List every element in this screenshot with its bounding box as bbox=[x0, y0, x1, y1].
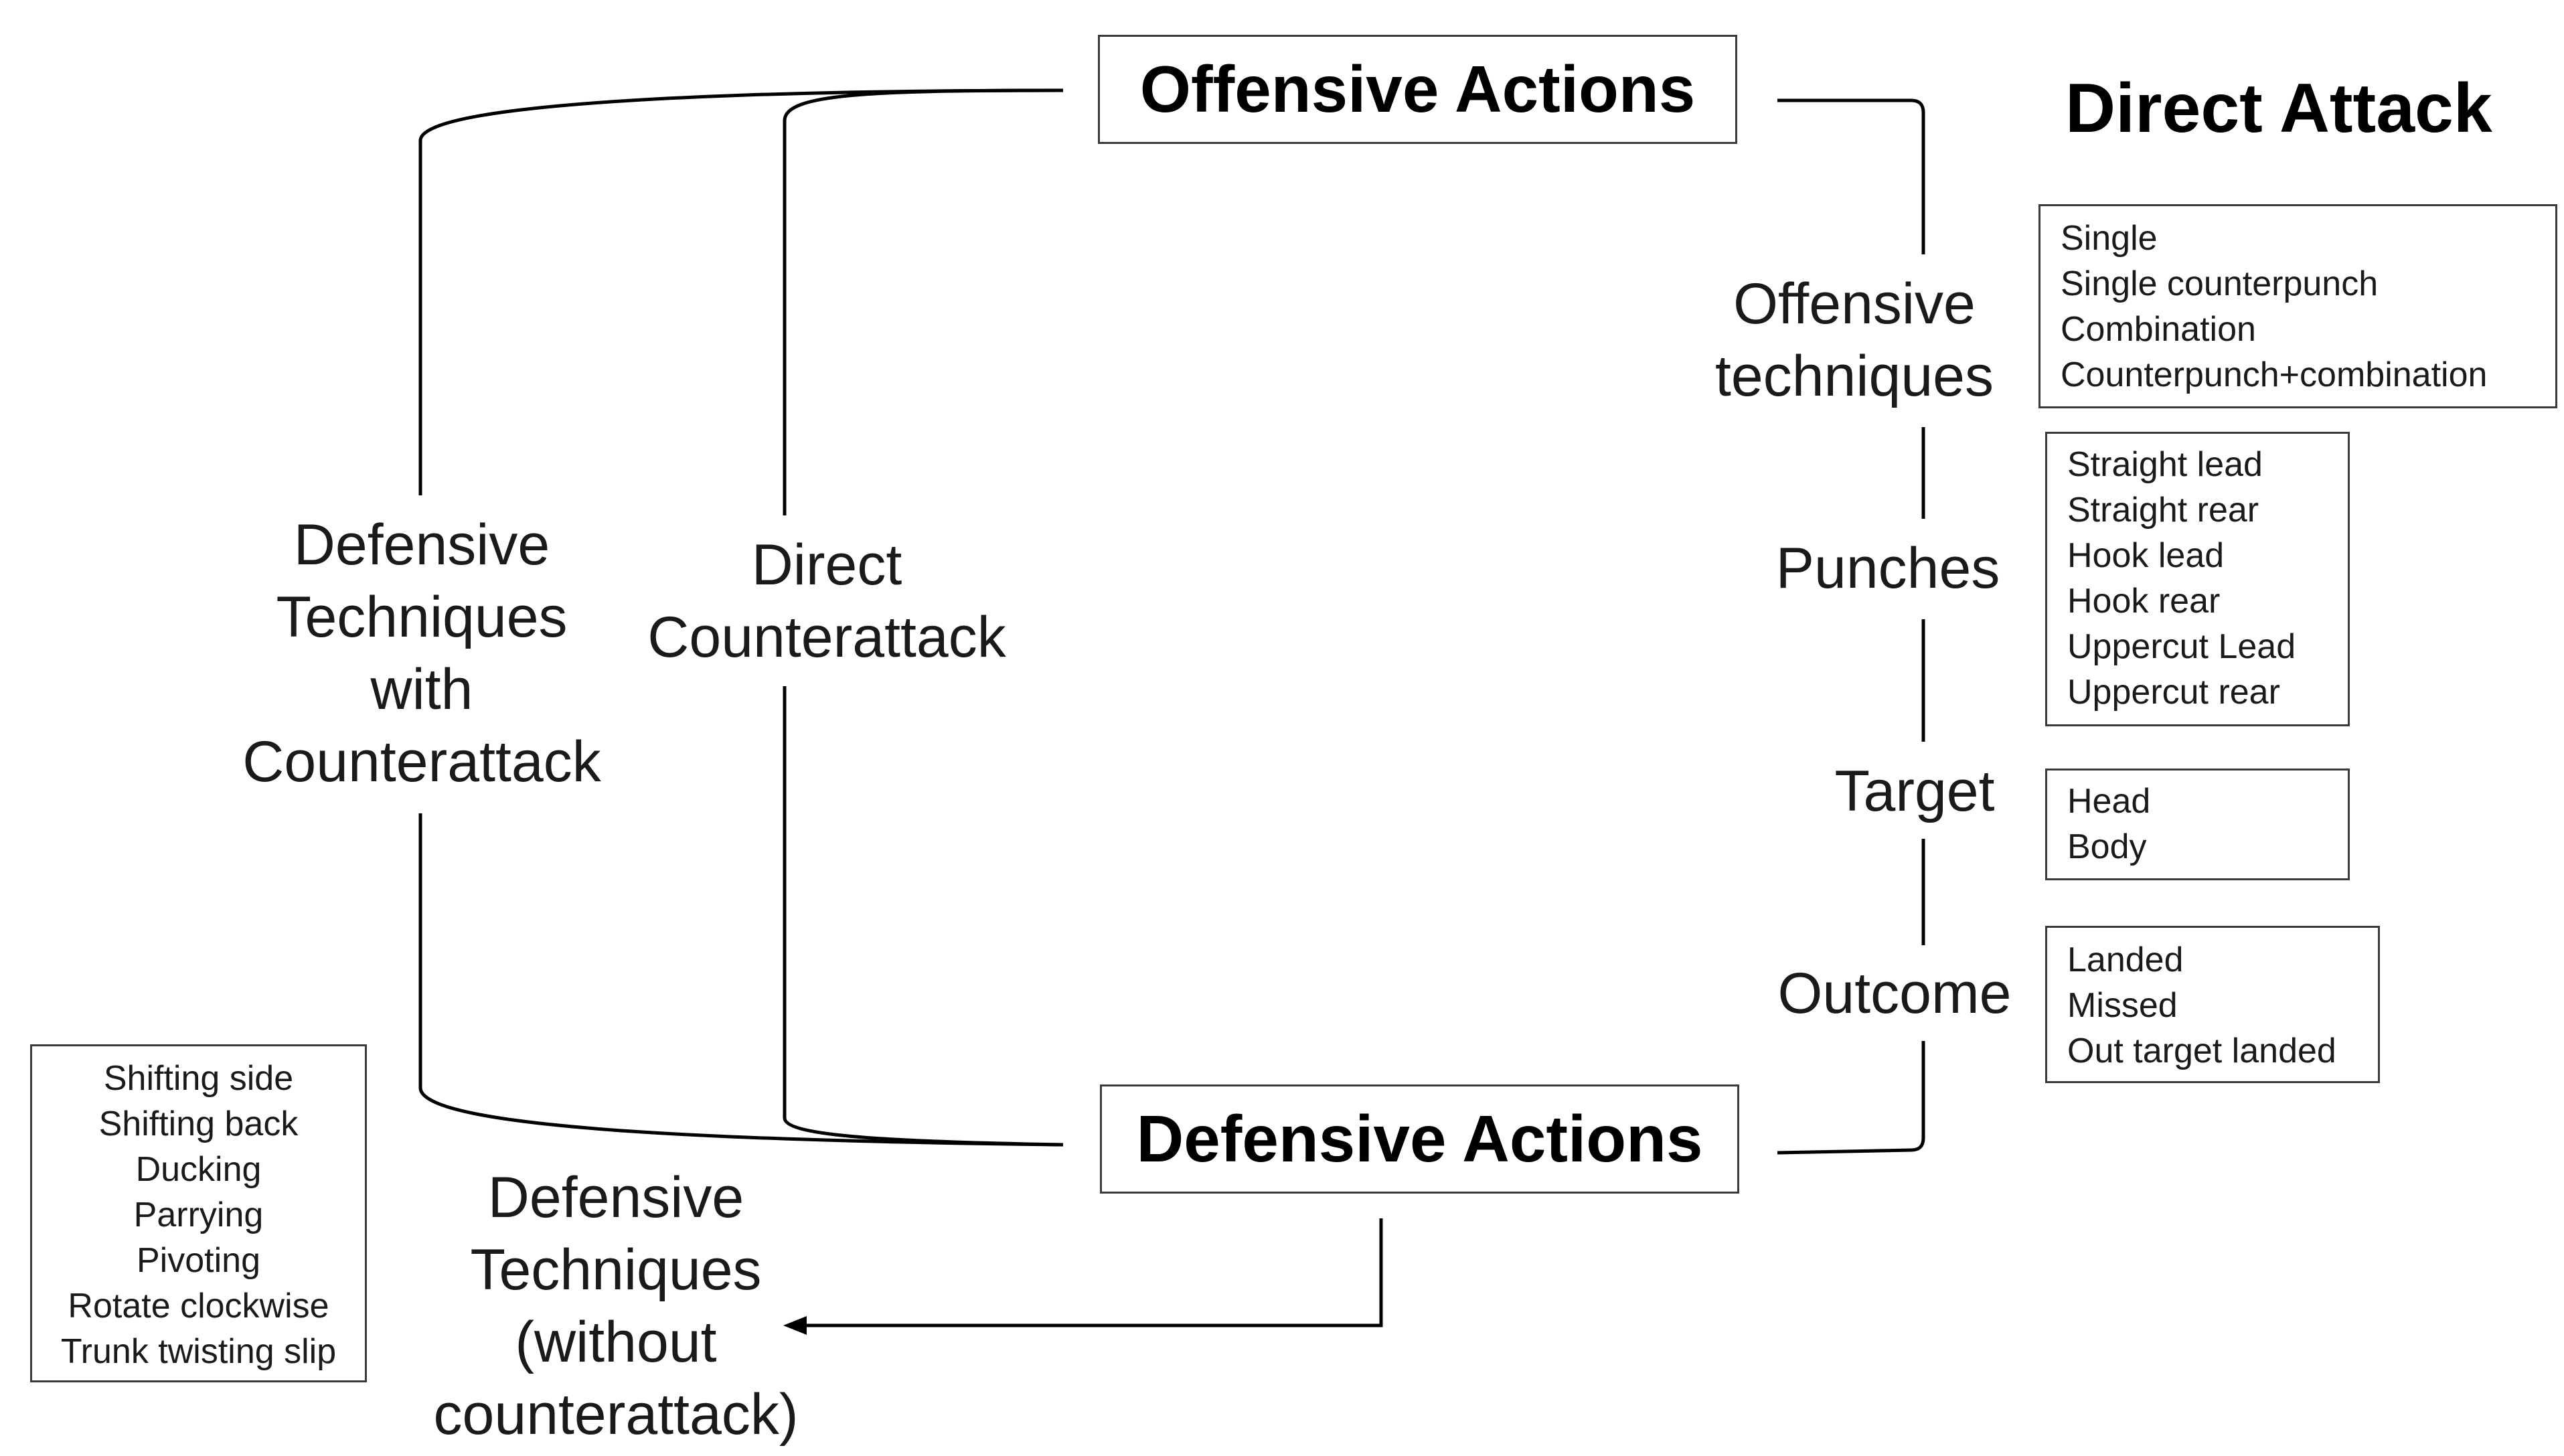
list-item: Hook lead bbox=[2067, 536, 2225, 575]
list-item: Single bbox=[2061, 219, 2158, 258]
list-item: Combination bbox=[2061, 310, 2256, 349]
list-item: Rotate clockwise bbox=[68, 1287, 329, 1325]
list-item: Pivoting bbox=[137, 1241, 260, 1280]
connector-direct-counter-top bbox=[783, 88, 1064, 515]
list-item: Uppercut rear bbox=[2067, 673, 2280, 712]
list-item: Parrying bbox=[133, 1196, 264, 1234]
arrowhead-icon bbox=[783, 1316, 807, 1335]
list-item: Counterpunch+combination bbox=[2061, 355, 2488, 394]
connector-direct-counter-bottom bbox=[783, 686, 1064, 1147]
label-defensive-techniques-with-counterattack: Defensive Techniques with Counterattack bbox=[228, 509, 616, 798]
connector-direct-attack-top bbox=[1777, 98, 1925, 254]
list-item: Straight lead bbox=[2067, 445, 2263, 484]
list-item: Shifting side bbox=[103, 1059, 294, 1098]
label-defensive-techniques-without-counterattack: Defensive Techniques (without counteratt… bbox=[433, 1165, 799, 1447]
list-item: Straight rear bbox=[2067, 491, 2259, 530]
label-target: Target bbox=[1808, 755, 2022, 827]
list-item: Out target landed bbox=[2067, 1032, 2336, 1070]
label-outcome: Outcome bbox=[1761, 957, 2028, 1030]
list-item: Landed bbox=[2067, 941, 2184, 979]
list-offensive-techniques: Single Single counterpunch Combination C… bbox=[2038, 204, 2557, 408]
list-item: Missed bbox=[2067, 986, 2178, 1025]
defensive-actions-header: Defensive Actions bbox=[1100, 1084, 1739, 1194]
list-defensive-techniques: Shifting side Shifting back Ducking Parr… bbox=[30, 1044, 367, 1382]
label-direct-counterattack: Direct Counterattack bbox=[619, 529, 1034, 673]
label-offensive-techniques: Offensive techniques bbox=[1715, 272, 1994, 408]
direct-attack-title: Direct Attack bbox=[2065, 70, 2492, 147]
list-item: Body bbox=[2067, 827, 2147, 866]
list-item: Head bbox=[2067, 782, 2151, 821]
label-punches: Punches bbox=[1767, 532, 2008, 604]
list-item: Trunk twisting slip bbox=[60, 1332, 337, 1371]
list-target: Head Body bbox=[2045, 769, 2350, 880]
list-item: Uppercut Lead bbox=[2067, 627, 2296, 666]
connector-defensive-without-counter bbox=[797, 1218, 1383, 1327]
list-outcome: Landed Missed Out target landed bbox=[2045, 926, 2380, 1083]
connector-defensive-with-counter-bottom bbox=[418, 813, 1064, 1147]
list-item: Hook rear bbox=[2067, 582, 2221, 621]
connector-direct-attack-bottom bbox=[1777, 1041, 1925, 1155]
list-item: Ducking bbox=[135, 1150, 262, 1189]
offensive-actions-header: Offensive Actions bbox=[1098, 35, 1737, 144]
connector-defensive-with-counter-top bbox=[418, 88, 1064, 495]
list-item: Single counterpunch bbox=[2061, 264, 2379, 303]
list-item: Shifting back bbox=[98, 1105, 299, 1143]
list-punches: Straight lead Straight rear Hook lead Ho… bbox=[2045, 432, 2350, 726]
